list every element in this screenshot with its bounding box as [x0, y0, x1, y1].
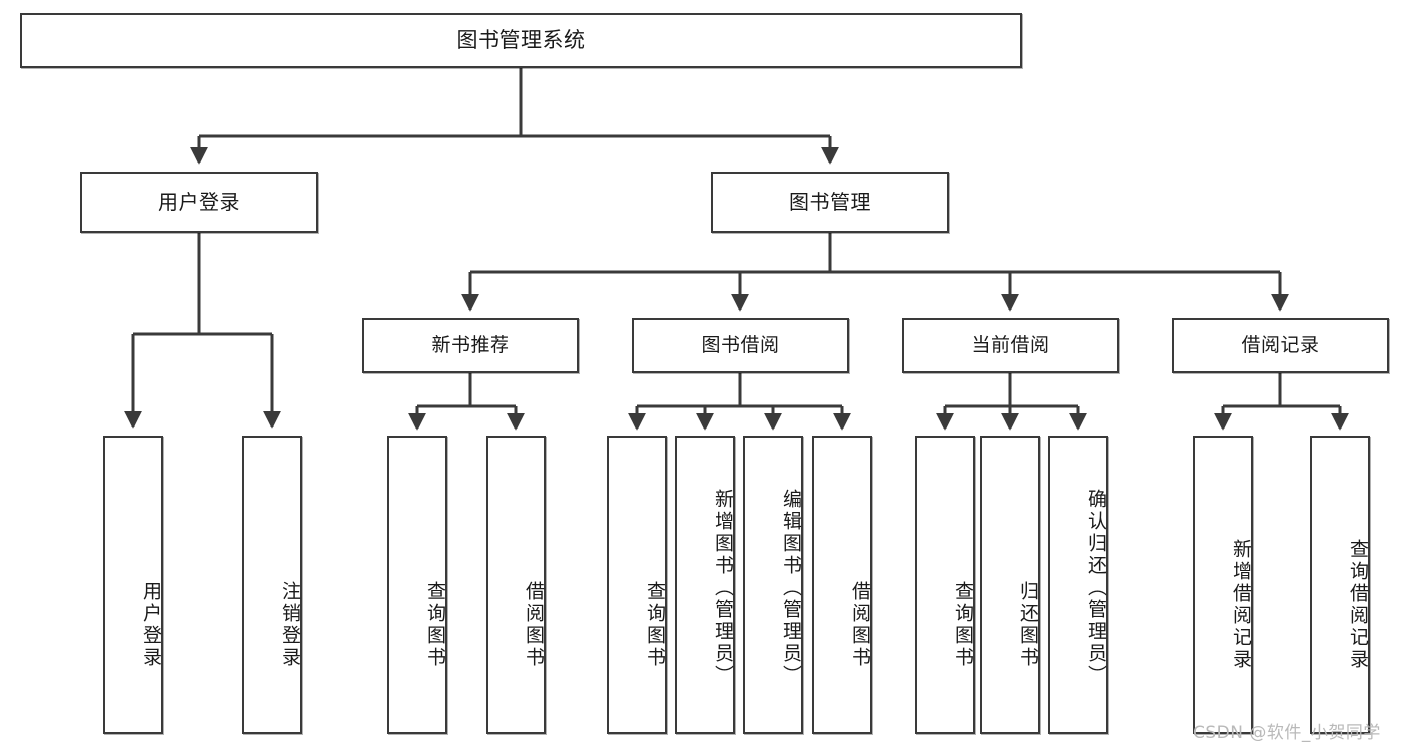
node-root-system[interactable]: 图书管理系统	[20, 13, 1022, 68]
node-label: 归还图书	[1017, 581, 1039, 669]
leaf-current-query-book[interactable]: 查询图书	[915, 436, 975, 734]
node-label: 查询图书	[644, 581, 666, 669]
node-label: 借阅图书	[523, 581, 545, 669]
leaf-records-query-record[interactable]: 查询借阅记录	[1310, 436, 1370, 734]
leaf-user-login-signout[interactable]: 注销登录	[242, 436, 302, 734]
node-label: 图书借阅	[701, 333, 780, 356]
leaf-borrow-query-book[interactable]: 查询图书	[607, 436, 667, 734]
node-label: 当前借阅	[971, 333, 1050, 356]
node-label: 图书管理	[789, 190, 871, 215]
node-label: 图书管理系统	[456, 27, 586, 52]
node-new-book-recommendation[interactable]: 新书推荐	[362, 318, 579, 373]
csdn-watermark: CSDN @软件_小贺同学	[1193, 723, 1381, 743]
leaf-borrow-add-book-admin[interactable]: 新增图书（管理员）	[675, 436, 735, 734]
node-borrow-records[interactable]: 借阅记录	[1172, 318, 1389, 373]
leaf-current-return-book[interactable]: 归还图书	[980, 436, 1040, 734]
node-label: 借阅记录	[1241, 333, 1320, 356]
leaf-borrow-borrow-book[interactable]: 借阅图书	[812, 436, 872, 734]
node-label: 新书推荐	[431, 333, 510, 356]
node-label: 查询借阅记录	[1347, 539, 1369, 671]
leaf-user-login-signin[interactable]: 用户登录	[103, 436, 163, 734]
node-book-management[interactable]: 图书管理	[711, 172, 949, 233]
node-current-borrowing[interactable]: 当前借阅	[902, 318, 1119, 373]
node-label: 查询图书	[424, 581, 446, 669]
node-label: 借阅图书	[849, 581, 871, 669]
leaf-new-book-query[interactable]: 查询图书	[387, 436, 447, 734]
node-label: 编辑图书（管理员）	[780, 489, 802, 687]
leaf-records-add-record[interactable]: 新增借阅记录	[1193, 436, 1253, 734]
node-user-login[interactable]: 用户登录	[80, 172, 318, 233]
leaf-borrow-edit-book-admin[interactable]: 编辑图书（管理员）	[743, 436, 803, 734]
leaf-new-book-borrow[interactable]: 借阅图书	[486, 436, 546, 734]
node-label: 用户登录	[140, 581, 162, 669]
node-label: 查询图书	[952, 581, 974, 669]
node-label: 注销登录	[279, 581, 301, 669]
node-label: 确认归还（管理员）	[1085, 489, 1107, 687]
node-book-borrowing[interactable]: 图书借阅	[632, 318, 849, 373]
leaf-current-confirm-return-admin[interactable]: 确认归还（管理员）	[1048, 436, 1108, 734]
node-label: 新增借阅记录	[1230, 539, 1252, 671]
node-label: 新增图书（管理员）	[712, 489, 734, 687]
node-label: 用户登录	[158, 190, 240, 215]
